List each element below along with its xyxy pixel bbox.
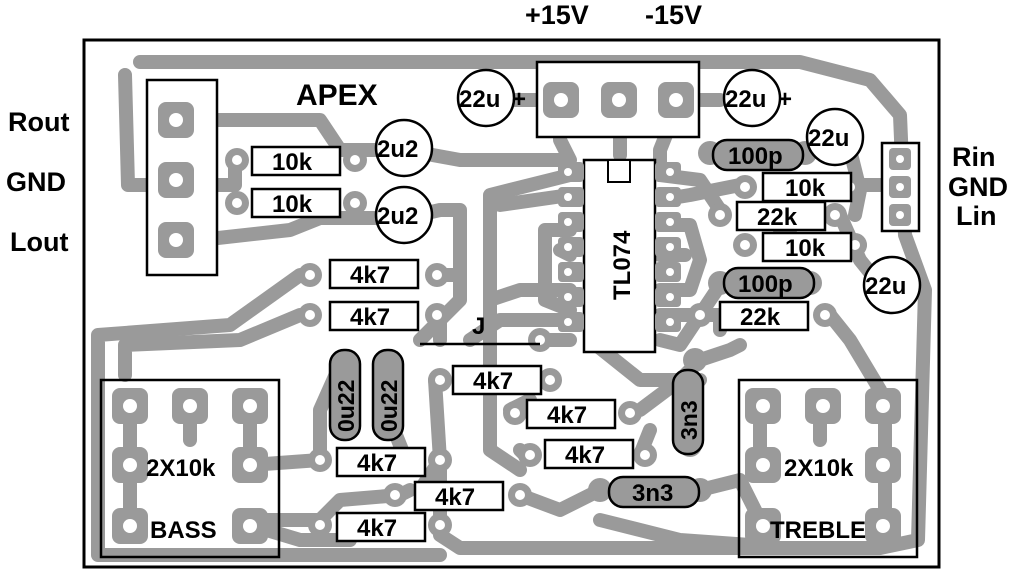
cap-2u2-b-label: 2u2 <box>377 203 418 230</box>
resistor-r13-label: 10k <box>785 235 826 262</box>
cap-100p-a-label: 100p <box>728 143 783 170</box>
capacitor-bodies <box>328 68 922 509</box>
label-pos-supply: +15V <box>525 0 589 30</box>
label-rin: Rin <box>952 142 996 172</box>
label-gnd-right: GND <box>948 172 1008 202</box>
bass-pot-outline <box>99 378 281 559</box>
resistor-r2-label: 10k <box>272 191 313 218</box>
resistor-r6-label: 4k7 <box>547 402 587 429</box>
label-rout: Rout <box>8 107 69 137</box>
cap-3n3-b-label: 3n3 <box>632 480 673 507</box>
cap-0u22-b-label: 0u22 <box>376 380 402 432</box>
cap-2u2-a-label: 2u2 <box>377 136 418 163</box>
cap-22u-b-label: 22u <box>725 86 766 113</box>
label-lin: Lin <box>956 201 997 231</box>
cap-22u-b-plus: + <box>778 86 792 113</box>
cap-3n3-a-label: 3n3 <box>676 400 702 440</box>
treble-pot-outline <box>737 378 919 559</box>
resistor-r9-label: 4k7 <box>435 484 475 511</box>
resistor-r3-label: 4k7 <box>350 262 390 289</box>
ic-label: TL074 <box>609 230 636 300</box>
resistor-r12-label: 22k <box>757 204 798 231</box>
board-title: APEX <box>296 79 378 112</box>
resistor-r7-label: 4k7 <box>565 442 605 469</box>
cap-22u-a-plus: + <box>512 86 526 113</box>
cap-100p-b-label: 100p <box>738 271 793 298</box>
output-header-pads <box>158 102 194 258</box>
treble-pot-value: 2X10k <box>784 455 854 482</box>
cap-22u-r2-label: 22u <box>865 273 906 300</box>
label-jumper: J <box>472 313 485 340</box>
bass-pot-value: 2X10k <box>146 455 216 482</box>
power-header-pads <box>543 82 694 118</box>
cap-0u22-a-label: 0u22 <box>333 380 359 432</box>
label-neg-supply: -15V <box>645 0 702 30</box>
resistor-r8-label: 4k7 <box>357 450 397 477</box>
label-lout: Lout <box>10 227 68 257</box>
cap-22u-r-label: 22u <box>808 125 849 152</box>
ic-footprint <box>558 158 681 354</box>
resistor-r10-label: 4k7 <box>357 515 397 542</box>
treble-pot-name: TREBLE <box>770 517 866 544</box>
cap-22u-a-label: 22u <box>459 86 500 113</box>
resistor-bodies <box>250 145 853 543</box>
resistor-r11-label: 10k <box>785 175 826 202</box>
resistor-r4-label: 4k7 <box>350 304 390 331</box>
bass-pot-name: BASS <box>150 517 217 544</box>
resistor-r14-label: 22k <box>740 304 781 331</box>
resistor-r5-label: 4k7 <box>473 368 513 395</box>
input-header-pads <box>889 148 911 226</box>
label-gnd-left: GND <box>6 167 66 197</box>
resistor-r1-label: 10k <box>272 149 313 176</box>
